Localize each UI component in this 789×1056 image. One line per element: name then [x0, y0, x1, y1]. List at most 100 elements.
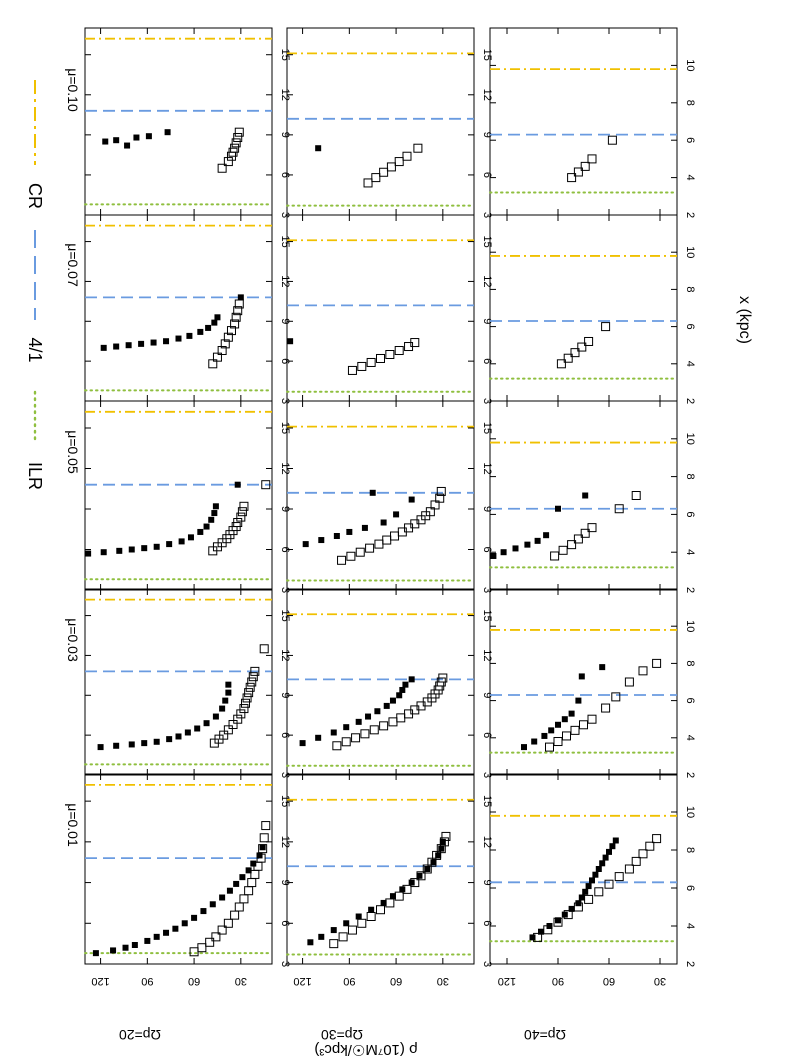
x-tick-label: 10	[684, 433, 696, 445]
y-axis-label: ρ (10⁷M☉/kpc³)	[314, 1041, 417, 1056]
filled-point	[122, 944, 129, 951]
open-point	[394, 346, 404, 356]
x-tick-label: 9	[279, 506, 291, 512]
filled-point	[389, 893, 396, 900]
open-point	[601, 703, 611, 713]
open-point	[439, 837, 449, 847]
filled-point	[226, 887, 233, 894]
filled-point	[259, 844, 266, 851]
filled-point	[531, 738, 538, 745]
panel-frame	[84, 773, 273, 965]
x-tick-label: 8	[684, 474, 696, 480]
x-tick-label: 6	[481, 920, 493, 926]
x-tick-label: 9	[279, 880, 291, 886]
filled-point	[299, 740, 306, 747]
open-point	[223, 332, 233, 342]
panel-frame	[286, 27, 475, 216]
open-point	[379, 721, 389, 731]
filled-point	[538, 928, 544, 935]
filled-point	[561, 716, 568, 723]
open-point	[580, 528, 590, 538]
open-point	[430, 500, 440, 510]
x-tick-label: 4	[684, 175, 696, 181]
filled-point	[393, 511, 400, 518]
open-point	[570, 725, 580, 735]
open-point	[388, 717, 398, 727]
x-tick-label: 6	[684, 137, 696, 143]
open-point	[624, 677, 634, 687]
x-tick-label: 10	[684, 59, 696, 71]
x-tick-label: 10	[684, 246, 696, 258]
filled-point	[534, 537, 541, 544]
open-point	[189, 947, 199, 957]
filled-point	[582, 492, 589, 499]
filled-point	[203, 720, 210, 727]
panel-frame	[84, 588, 273, 776]
filled-point	[435, 852, 442, 859]
filled-point	[92, 950, 99, 957]
open-point	[402, 884, 412, 894]
open-point	[259, 833, 269, 843]
x-tick-label: 2	[684, 398, 696, 404]
open-point	[410, 878, 420, 888]
filled-point	[343, 920, 350, 927]
open-point	[212, 352, 222, 362]
open-point	[385, 898, 395, 908]
open-point	[573, 534, 583, 544]
x-tick-label: 6	[279, 358, 291, 364]
open-point	[614, 504, 624, 514]
open-point	[231, 138, 241, 148]
open-point	[233, 306, 243, 316]
x-tick-label: 15	[279, 235, 291, 247]
filled-point	[602, 854, 609, 861]
x-tick-label: 4	[684, 361, 696, 367]
open-point	[379, 167, 389, 177]
filled-point	[197, 528, 204, 535]
open-point	[217, 925, 227, 935]
open-point	[422, 864, 432, 874]
x-tick-label: 12	[279, 649, 291, 661]
open-point	[441, 831, 451, 841]
filled-point	[138, 340, 145, 347]
open-point	[652, 658, 662, 668]
filled-point	[402, 681, 409, 688]
filled-point	[113, 137, 120, 144]
x-tick-label: 12	[279, 462, 291, 474]
open-point	[580, 161, 590, 171]
x-tick-label: 10	[684, 806, 696, 818]
open-point	[436, 844, 446, 854]
filled-point	[153, 738, 160, 745]
open-point	[390, 531, 400, 541]
open-point	[611, 692, 621, 702]
open-point	[223, 725, 233, 735]
open-point	[587, 523, 597, 533]
filled-point	[333, 533, 340, 539]
open-point	[587, 714, 597, 724]
filled-point	[187, 534, 194, 541]
filled-point	[225, 681, 232, 688]
open-point	[425, 507, 435, 517]
rho-tick-label: 60	[603, 975, 615, 987]
filled-point	[512, 545, 519, 552]
open-point	[237, 507, 247, 517]
filled-point	[245, 867, 252, 874]
filled-point	[439, 838, 446, 845]
open-point	[233, 133, 243, 143]
filled-point	[164, 129, 171, 136]
open-point	[357, 361, 367, 371]
filled-point	[234, 481, 241, 488]
open-point	[341, 737, 351, 747]
filled-point	[612, 837, 619, 844]
filled-point	[256, 852, 263, 859]
open-point	[329, 939, 339, 949]
filled-point	[203, 523, 210, 530]
open-point	[394, 891, 404, 901]
filled-point	[175, 733, 182, 740]
filled-point	[141, 545, 148, 552]
filled-point	[113, 742, 120, 749]
x-tick-label: 15	[481, 49, 493, 61]
open-point	[587, 154, 597, 164]
open-point	[366, 912, 376, 921]
